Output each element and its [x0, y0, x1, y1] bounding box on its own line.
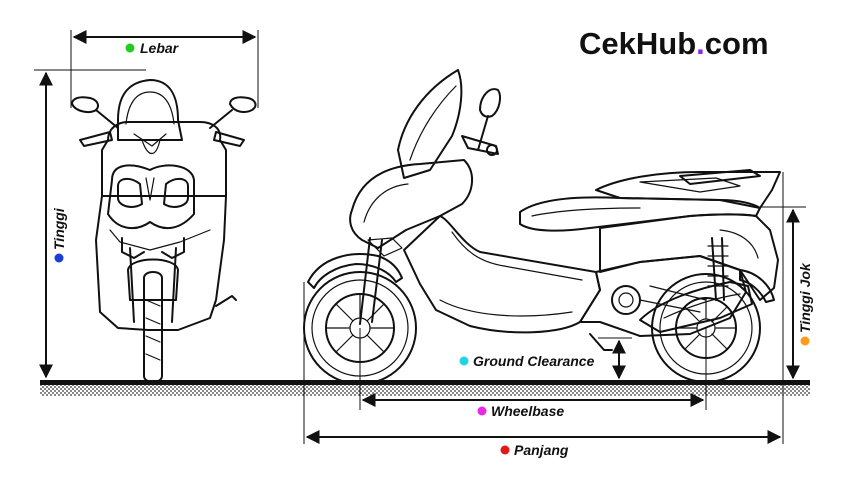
scooter-side-view-icon	[303, 69, 781, 385]
ground-clearance-dot-icon	[459, 356, 469, 366]
wheelbase-label: Wheelbase	[491, 403, 564, 419]
wheelbase-dimension: Wheelbase	[359, 328, 707, 419]
lebar-label: Lebar	[140, 40, 180, 56]
brand-suffix: com	[705, 26, 769, 61]
brand-logo: CekHub.com	[579, 26, 769, 61]
tinggi-jok-dot-icon	[800, 336, 810, 346]
tinggi-jok-label: Tinggi Jok	[797, 262, 813, 333]
panjang-label: Panjang	[514, 442, 569, 458]
panjang-dimension: Panjang	[303, 172, 784, 458]
ground-clearance-label: Ground Clearance	[473, 353, 595, 369]
panjang-dot-icon	[500, 445, 510, 455]
brand-name: CekHub	[579, 26, 696, 61]
scooter-front-view-icon	[71, 79, 257, 383]
lebar-dot-icon	[125, 43, 135, 53]
tinggi-label: Tinggi	[51, 207, 67, 250]
svg-text:CekHub.com: CekHub.com	[579, 26, 769, 61]
brand-dot: .	[696, 26, 705, 61]
tinggi-dot-icon	[54, 253, 64, 263]
tinggi-dimension: Tinggi	[34, 69, 146, 379]
ground-clearance-dimension: Ground Clearance	[459, 337, 632, 380]
wheelbase-dot-icon	[477, 406, 487, 416]
ground-line	[40, 380, 810, 396]
lebar-dimension: Lebar	[70, 30, 259, 108]
